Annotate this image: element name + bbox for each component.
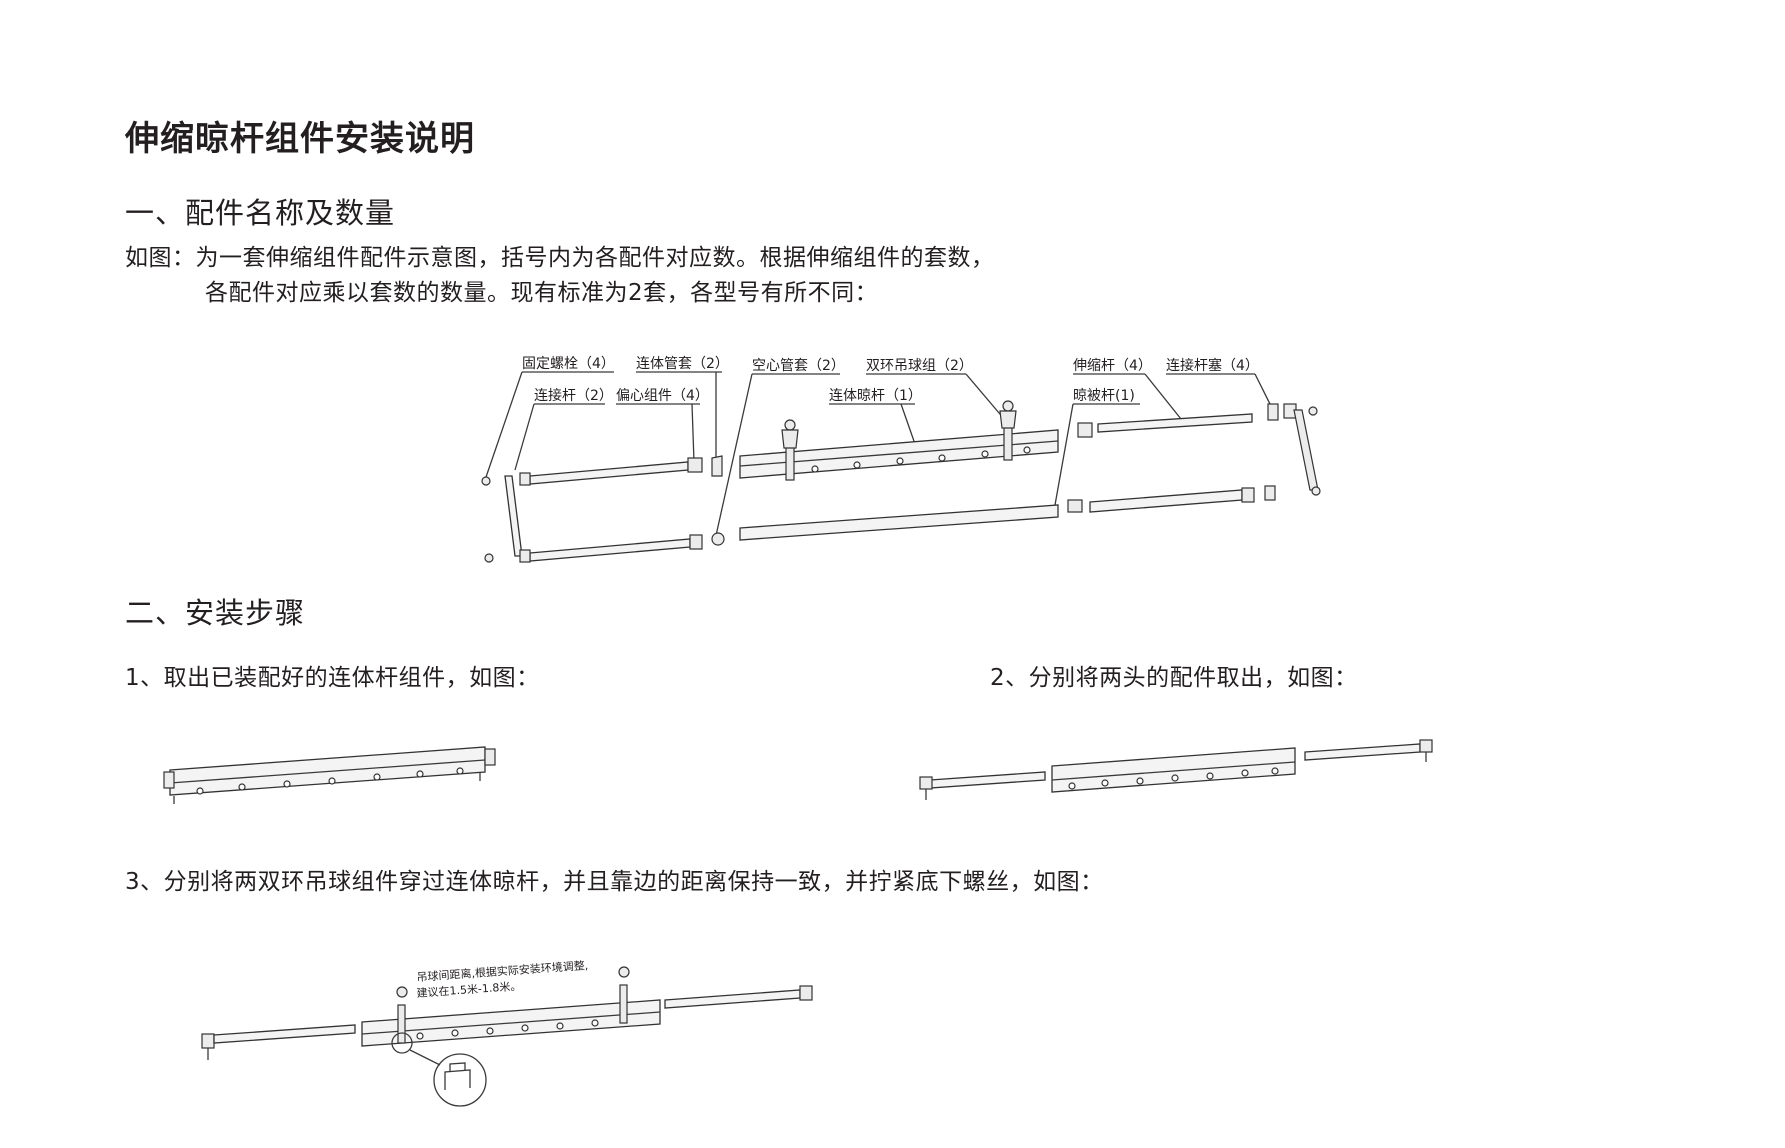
label-connecting-rod: 连接杆（2） bbox=[534, 388, 613, 404]
label-hollow-tube-sleeve: 空心管套（2） bbox=[752, 358, 845, 374]
label-connecting-rod-plug: 连接杆塞（4） bbox=[1166, 358, 1259, 374]
label-quilt-rod: 晾被杆(1) bbox=[1073, 388, 1135, 404]
label-joint-drying-rod: 连体晾杆（1） bbox=[829, 388, 922, 404]
step3-illustration bbox=[201, 966, 813, 1107]
fixing-bolt-icon bbox=[484, 553, 494, 563]
left-upper-rod-icon bbox=[519, 455, 723, 486]
label-telescopic-rod: 伸缩杆（4） bbox=[1073, 358, 1152, 374]
label-double-ring-hanger: 双环吊球组（2） bbox=[866, 358, 973, 374]
section2-heading: 二、安装步骤 bbox=[125, 596, 306, 630]
right-lower-rod-icon bbox=[1067, 485, 1276, 513]
section1-desc-line1: 如图：为一套伸缩组件配件示意图，括号内为各配件对应数。根据伸缩组件的套数， bbox=[125, 245, 995, 271]
step1-text: 1、取出已装配好的连体杆组件，如图： bbox=[125, 665, 540, 691]
step3-text: 3、分别将两双环吊球组件穿过连体晾杆，并且靠边的距离保持一致，并拧紧底下螺丝，如… bbox=[125, 869, 1104, 895]
step1-illustration bbox=[163, 746, 496, 804]
connecting-rod-icon bbox=[504, 475, 523, 557]
left-lower-rod-icon bbox=[519, 532, 725, 563]
parts-diagram bbox=[481, 371, 1321, 563]
page-title: 伸缩晾杆组件安装说明 bbox=[125, 119, 475, 159]
label-joint-tube-sleeve: 连体管套（2） bbox=[636, 356, 729, 372]
magnified-detail bbox=[433, 1053, 487, 1107]
right-upper-rod-icon bbox=[1077, 403, 1321, 496]
double-ring-hanger-icon bbox=[618, 966, 630, 1024]
double-ring-hanger-icon bbox=[396, 986, 408, 1044]
label-fixing-bolt: 固定螺栓（4） bbox=[522, 356, 615, 372]
double-ring-hanger-icon bbox=[999, 400, 1017, 461]
fixing-bolt-icon bbox=[481, 476, 491, 486]
label-eccentric-assembly: 偏心组件（4） bbox=[616, 388, 709, 404]
quilt-rod-icon bbox=[739, 504, 1059, 541]
leader-lines bbox=[484, 371, 1274, 541]
step2-illustration bbox=[919, 739, 1433, 800]
section1-desc-line2: 各配件对应乘以套数的数量。现有标准为2套，各型号有所不同： bbox=[205, 280, 879, 306]
double-ring-hanger-icon bbox=[781, 419, 799, 481]
step2-text: 2、分别将两头的配件取出，如图： bbox=[990, 665, 1358, 691]
section1-heading: 一、配件名称及数量 bbox=[125, 196, 396, 230]
